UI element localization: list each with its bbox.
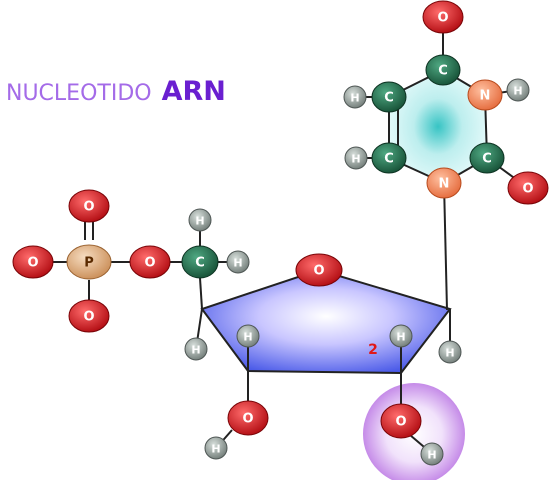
atom-sphere — [425, 54, 461, 86]
atom-label: N — [439, 177, 450, 192]
atom-label: O — [395, 415, 406, 430]
atom-label: C — [438, 64, 448, 79]
atom-label: O — [83, 310, 94, 325]
atom-label: H — [351, 153, 360, 166]
atom-sphere — [129, 245, 171, 279]
atom-sphere — [371, 142, 407, 174]
hydrogen-atom: H — [438, 340, 462, 364]
atom-sphere — [204, 436, 228, 460]
atom-sphere — [422, 0, 464, 34]
oxygen-atom: O — [227, 400, 269, 436]
atoms-layer: O C N H C H C H C O N O P O O O C H H O … — [12, 0, 549, 466]
atom-label: C — [195, 256, 205, 271]
atom-sphere — [227, 400, 269, 436]
atom-sphere — [184, 337, 208, 361]
atom-label: H — [350, 92, 359, 105]
atom-label: H — [243, 331, 252, 344]
hydrogen-atom: H — [344, 146, 368, 170]
oxygen-atom: O — [380, 403, 422, 439]
title-suffix: ARN — [162, 76, 226, 107]
atom-label: P — [84, 256, 94, 271]
atom-label: H — [445, 347, 454, 360]
atom-sphere — [188, 208, 212, 232]
atom-sphere — [343, 85, 367, 109]
atom-label: O — [437, 11, 448, 26]
atom-sphere — [236, 324, 260, 348]
atom-label: H — [233, 257, 242, 270]
atom-sphere — [371, 81, 407, 113]
atom-label: O — [313, 264, 324, 279]
hydrogen-atom: H — [420, 442, 444, 466]
atom-sphere — [438, 340, 462, 364]
atom-sphere — [226, 250, 250, 274]
atom-sphere — [68, 189, 110, 223]
hydrogen-atom: H — [184, 337, 208, 361]
atom-sphere — [66, 244, 112, 280]
oxygen-atom: O — [68, 299, 110, 333]
atom-sphere — [344, 146, 368, 170]
atom-sphere — [380, 403, 422, 439]
carbon-atom: C — [371, 81, 407, 113]
atom-sphere — [506, 78, 530, 102]
hydrogen-atom: H — [389, 324, 413, 348]
atom-label: O — [242, 412, 253, 427]
carbon-atom: C — [181, 245, 219, 279]
title-prefix: NUCLEOTIDO — [6, 81, 152, 106]
atom-label: H — [195, 215, 204, 228]
phosphorus-atom: P — [66, 244, 112, 280]
atom-label: O — [144, 256, 155, 271]
oxygen-atom: O — [12, 245, 54, 279]
atom-label: C — [384, 91, 394, 106]
atom-label: H — [211, 443, 220, 456]
atom-sphere — [12, 245, 54, 279]
carbon-atom: C — [425, 54, 461, 86]
hydrogen-atom: H — [204, 436, 228, 460]
oxygen-atom: O — [507, 171, 549, 205]
atom-sphere — [469, 142, 505, 174]
atom-label: H — [513, 85, 522, 98]
atom-label: H — [191, 344, 200, 357]
oxygen-atom: O — [295, 253, 343, 287]
nitrogen-atom: N — [467, 79, 503, 111]
oxygen-atom: O — [129, 245, 171, 279]
carbon-atom: C — [371, 142, 407, 174]
hydrogen-atom: H — [226, 250, 250, 274]
atom-label: O — [27, 256, 38, 271]
hydrogen-atom: H — [343, 85, 367, 109]
atom-sphere — [467, 79, 503, 111]
nitrogen-atom: N — [426, 167, 462, 199]
hydrogen-atom: H — [188, 208, 212, 232]
hydrogen-atom: H — [506, 78, 530, 102]
atom-sphere — [181, 245, 219, 279]
atom-label: H — [427, 449, 436, 462]
atom-sphere — [389, 324, 413, 348]
diagram-title: NUCLEOTIDO ARN — [6, 76, 226, 107]
atom-label: C — [482, 152, 492, 167]
atom-sphere — [68, 299, 110, 333]
atom-label: O — [522, 182, 533, 197]
atom-label: O — [83, 200, 94, 215]
sugar-ring — [200, 268, 452, 375]
atom-sphere — [295, 253, 343, 287]
carbon-atom: C — [469, 142, 505, 174]
atom-sphere — [420, 442, 444, 466]
atom-label: C — [384, 152, 394, 167]
ring-position-marker: 2 — [368, 342, 378, 358]
atom-sphere — [507, 171, 549, 205]
hydrogen-atom: H — [236, 324, 260, 348]
atom-label: N — [480, 89, 491, 104]
oxygen-atom: O — [422, 0, 464, 34]
atom-label: H — [396, 331, 405, 344]
oxygen-atom: O — [68, 189, 110, 223]
atom-sphere — [426, 167, 462, 199]
